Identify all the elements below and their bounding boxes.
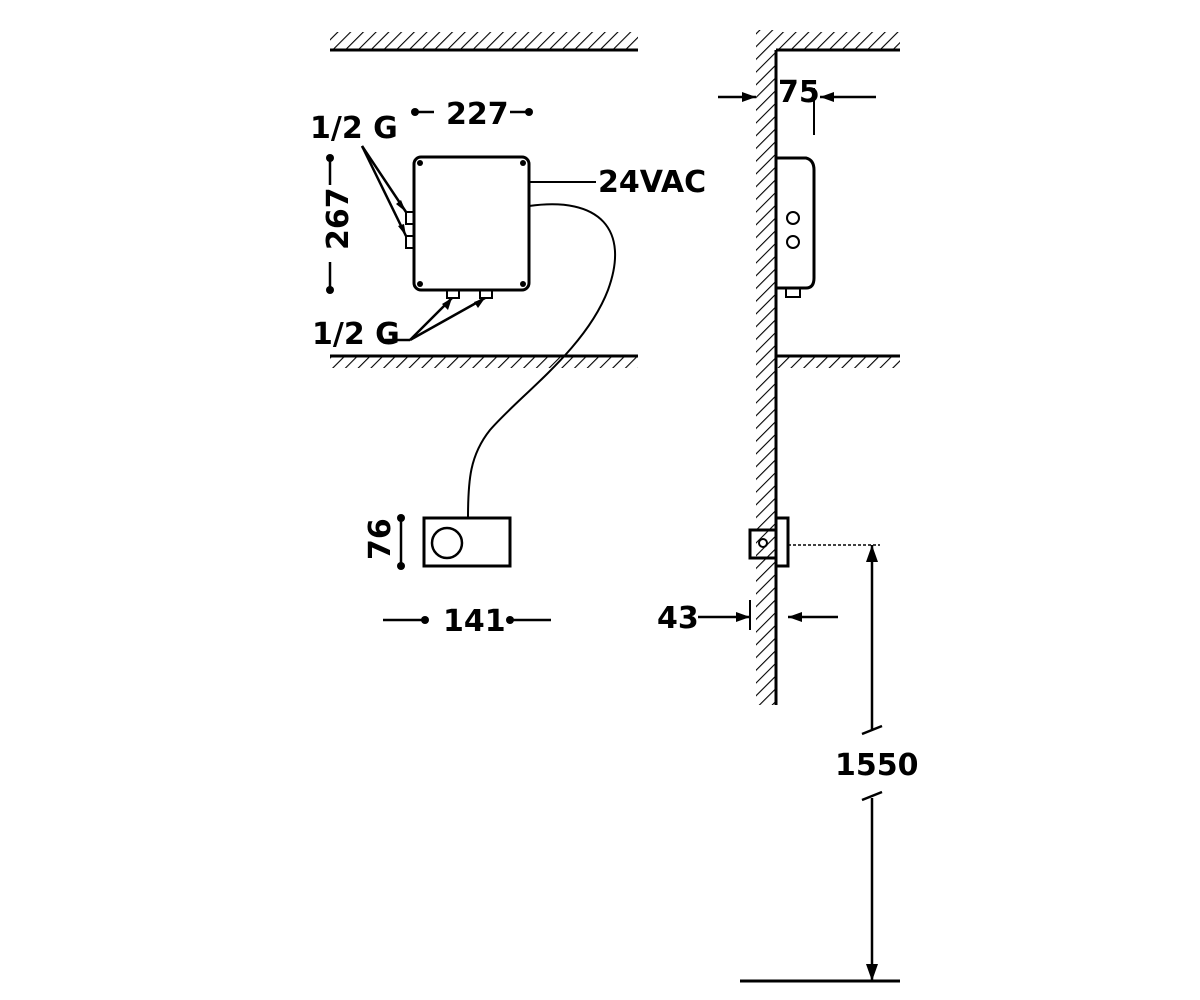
side-floor-hatch: [776, 356, 900, 368]
sensor-front: [422, 516, 512, 568]
box-depth-dimension: 75: [718, 75, 876, 135]
control-box-side: [776, 156, 816, 298]
svg-text:76: 76: [363, 518, 398, 560]
sensor-side: [748, 516, 790, 568]
svg-text:75: 75: [778, 75, 820, 110]
power-label: 24VAC: [598, 165, 706, 200]
connection-bottom-label: 1/2 G: [312, 317, 400, 352]
svg-text:267: 267: [321, 187, 356, 250]
svg-text:1550: 1550: [835, 748, 919, 783]
box-height-dimension: 267: [321, 154, 356, 294]
control-box: [405, 155, 531, 299]
sensor-eye-icon: [430, 526, 464, 560]
box-width-dimension: 227: [411, 97, 533, 132]
wall-hatch: [756, 30, 776, 705]
svg-text:141: 141: [443, 604, 506, 639]
connection-top-label: 1/2 G: [310, 111, 398, 146]
side-ceiling-hatch: [776, 32, 900, 50]
sensor-cable: [467, 203, 617, 519]
sensor-height-dimension: 76: [363, 514, 405, 570]
sensor-depth-dimension: 43: [657, 600, 838, 636]
front-view: 24VAC 1/2 G 1/2 G 227: [310, 32, 706, 639]
side-view: 75 43 1550: [657, 30, 919, 983]
ceiling-hatch: [330, 32, 638, 50]
floor-hatch: [330, 356, 638, 368]
svg-text:227: 227: [446, 97, 509, 132]
svg-text:43: 43: [657, 601, 699, 636]
sensor-width-dimension: 141: [383, 604, 551, 639]
mount-height-dimension: 1550: [788, 544, 919, 981]
